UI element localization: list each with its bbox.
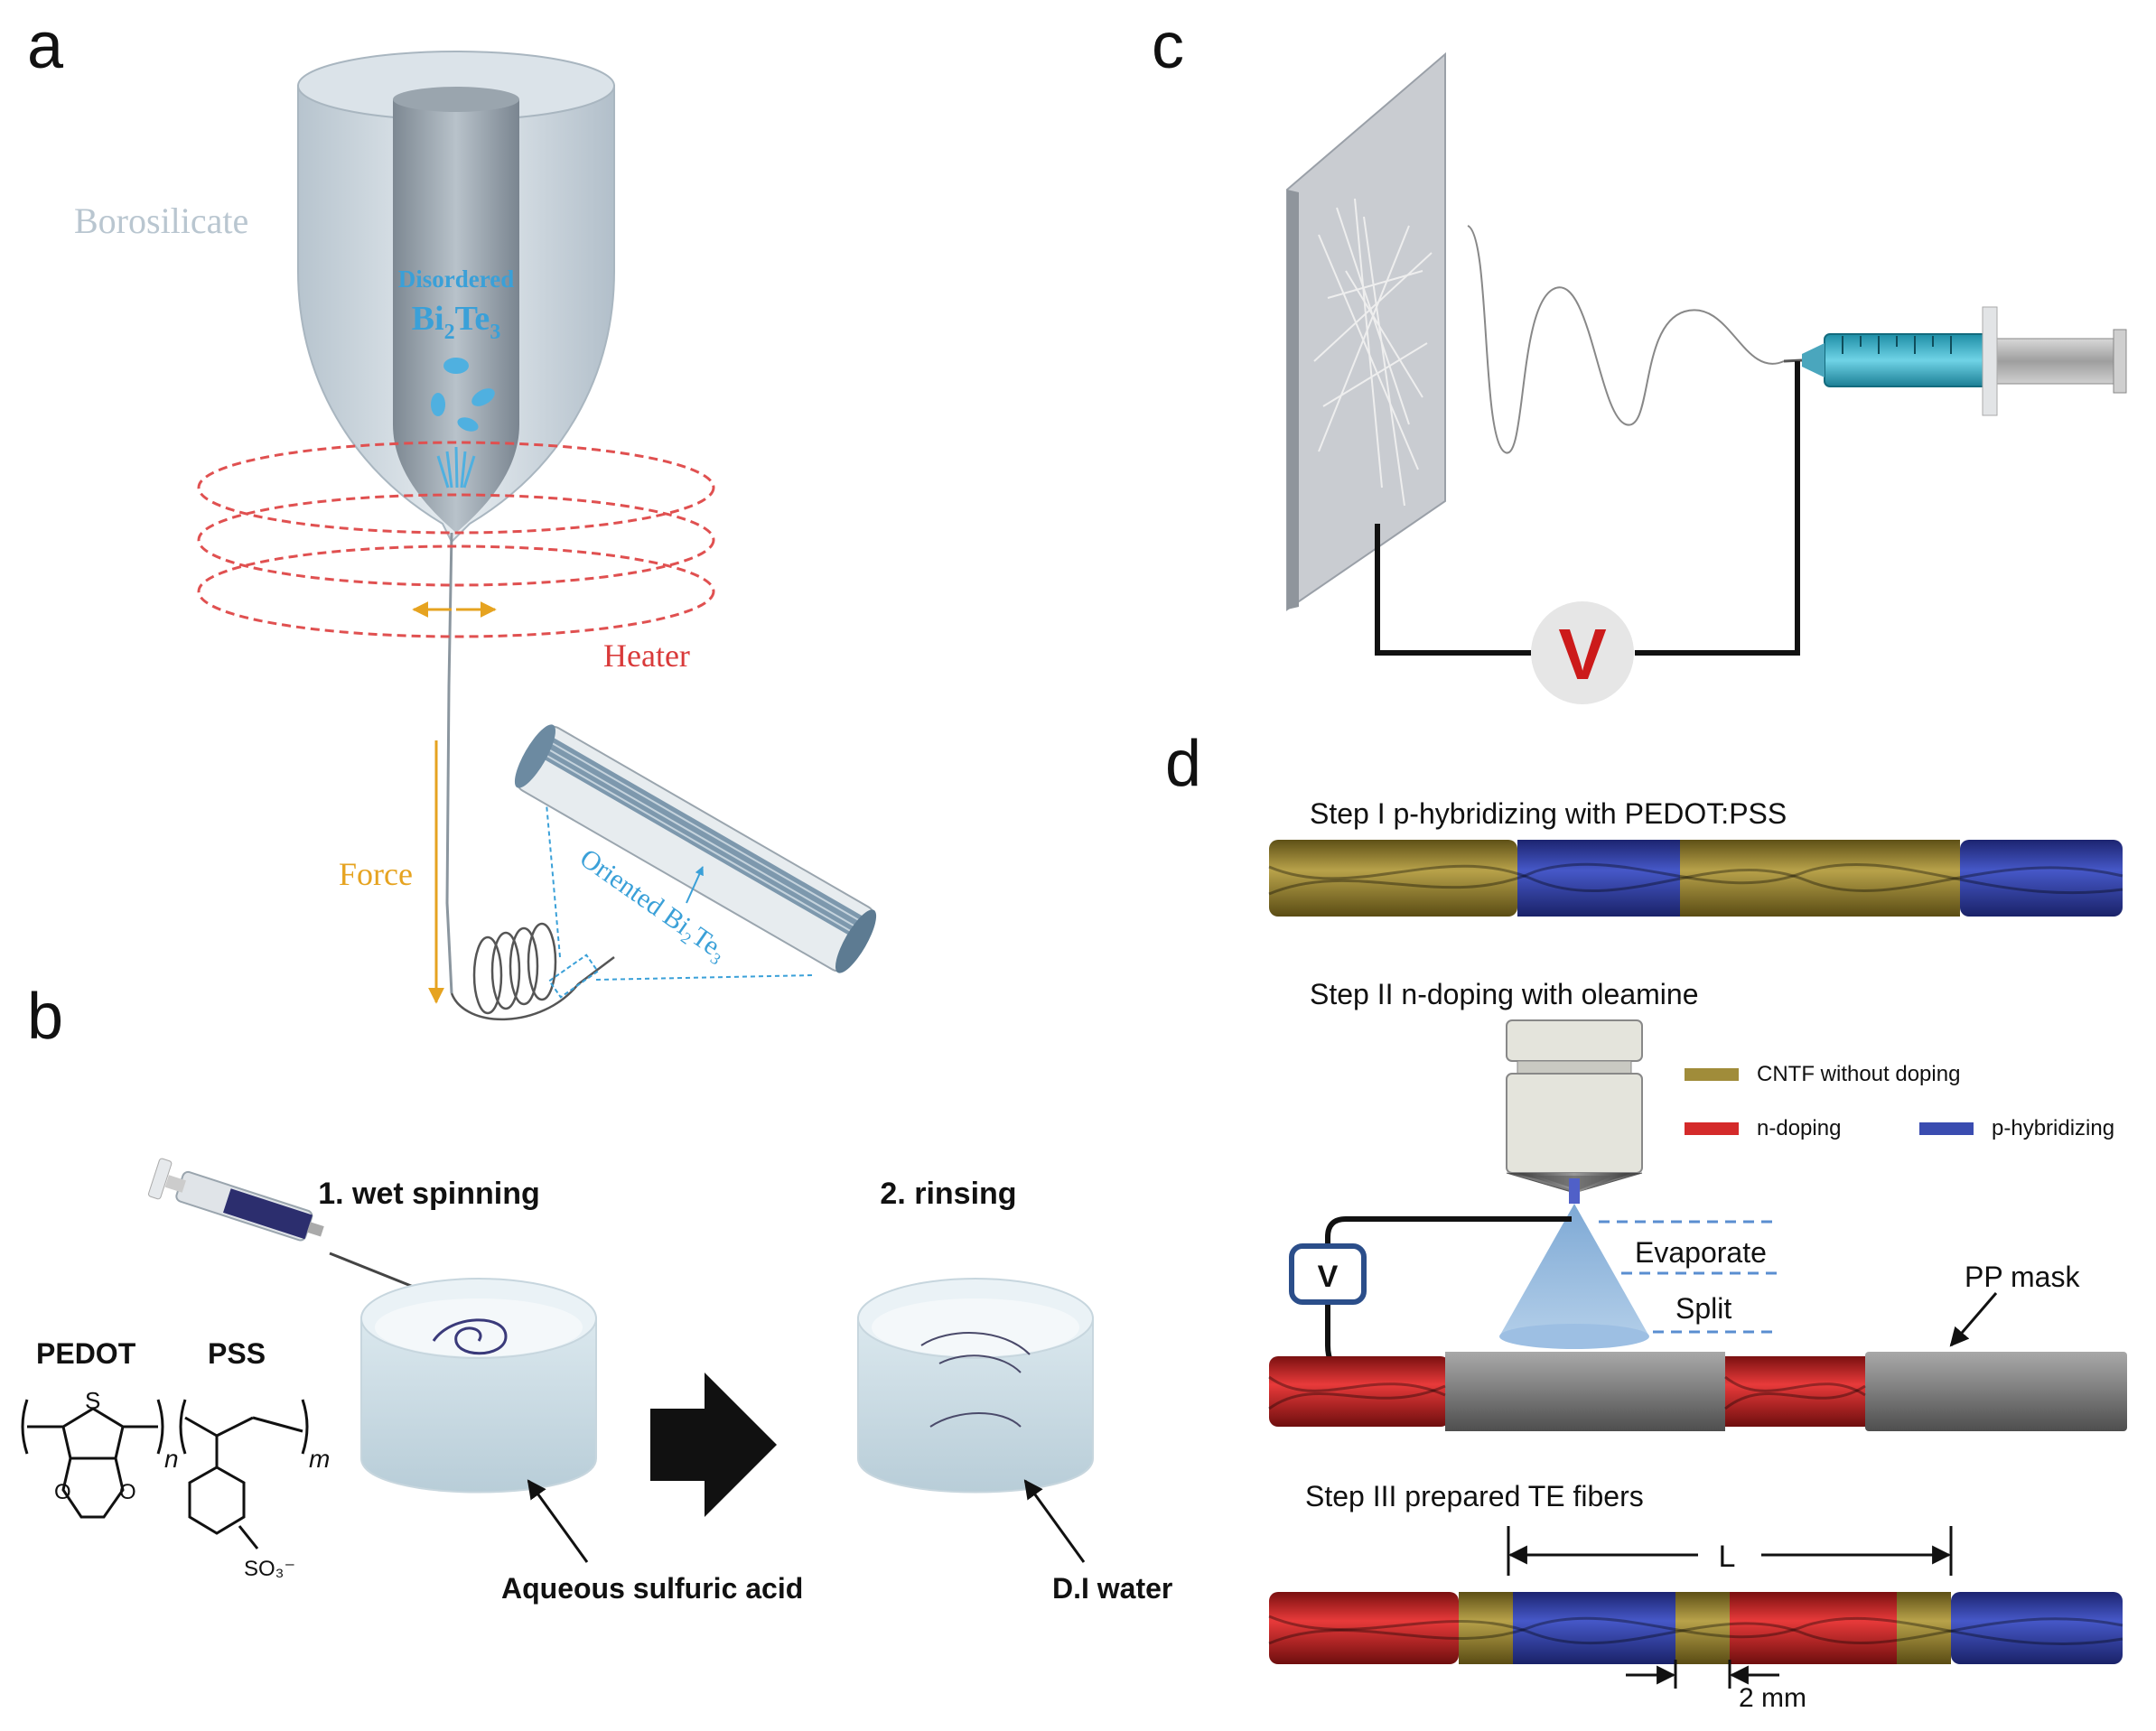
- pedot-structure: [21, 1399, 164, 1519]
- panel-b-label: b: [27, 981, 63, 1053]
- length-label: L: [1719, 1540, 1736, 1574]
- process-arrow: [650, 1373, 777, 1517]
- acid-label: Aqueous sulfuric acid: [501, 1572, 803, 1605]
- split-label: Split: [1675, 1292, 1731, 1325]
- step2-label: 2. rinsing: [880, 1177, 1016, 1211]
- heater-coils: [197, 441, 715, 638]
- collector-plate-edge: [1287, 190, 1299, 610]
- fiber-step2: [1268, 1352, 2127, 1431]
- legend-n-text: n-doping: [1757, 1116, 1841, 1140]
- gap-label: 2 mm: [1739, 1683, 1806, 1713]
- legend-p-swatch: [1919, 1122, 1974, 1135]
- oriented-rod: [514, 724, 877, 973]
- spray-nozzle: [1506, 1019, 1643, 1204]
- step1-label: 1. wet spinning: [318, 1177, 540, 1211]
- evaporate-label: Evaporate: [1635, 1236, 1767, 1269]
- syringe-b: [147, 1158, 324, 1242]
- ppmask-pointer: [1949, 1292, 1998, 1347]
- pss-m: m: [309, 1445, 330, 1473]
- pedot-sulfur: S: [85, 1387, 100, 1414]
- syringe-c: [1783, 306, 2127, 416]
- spray-cone-base: [1499, 1324, 1649, 1349]
- collected-fibers: [1313, 198, 1433, 507]
- voltage-label-c: V: [1558, 614, 1606, 694]
- pedot-n: n: [164, 1445, 179, 1473]
- spray-cone: [1499, 1204, 1649, 1336]
- panel-c: c: [1152, 10, 2127, 704]
- electrospun-jet: [1467, 225, 1785, 454]
- pedot-o2: O: [119, 1480, 136, 1504]
- fiber-step3: [1268, 1592, 2123, 1664]
- fiber-step1: [1268, 840, 2123, 917]
- fiber-coil: [450, 922, 615, 1020]
- bi2te3-core: [393, 99, 519, 533]
- disordered-particles: [431, 358, 495, 489]
- voltage-source-d: [1289, 1243, 1367, 1305]
- legend-cntf-swatch: [1685, 1068, 1739, 1081]
- step-i-label: Step I p-hybridizing with PEDOT:PSS: [1310, 797, 1787, 830]
- zoom-line-2: [595, 974, 814, 981]
- legend-p-text: p-hybridizing: [1992, 1116, 2114, 1140]
- bi2te3-label: Bi2Te3: [412, 300, 501, 344]
- pedot-label: PEDOT: [36, 1337, 136, 1370]
- panel-b: b PEDOT PSS S n O O m SO₃⁻: [21, 981, 1172, 1605]
- disordered-label: Disordered: [398, 265, 515, 293]
- step-ii-label: Step II n-doping with oleamine: [1310, 978, 1698, 1010]
- core-top: [393, 87, 519, 112]
- water-label: D.I water: [1052, 1572, 1172, 1605]
- legend-cntf-text: CNTF without doping: [1757, 1062, 1960, 1086]
- legend: CNTF without doping n-doping p-hybridizi…: [1685, 1062, 2114, 1140]
- water-pointer: [1023, 1479, 1086, 1563]
- zoom-line-1: [546, 803, 561, 958]
- panel-c-label: c: [1152, 10, 1184, 82]
- step-iii-label: Step III prepared TE fibers: [1305, 1480, 1644, 1512]
- heater-label: Heater: [603, 637, 690, 674]
- circuit-wire: [1375, 361, 1800, 656]
- legend-n-swatch: [1685, 1122, 1739, 1135]
- bath-2: [857, 1278, 1094, 1494]
- panel-a-label: a: [27, 10, 64, 82]
- voltage-label-d: V: [1318, 1260, 1339, 1294]
- force-label: Force: [339, 856, 413, 892]
- spray-guides: [1599, 1220, 1779, 1334]
- ppmask-label: PP mask: [1965, 1261, 2080, 1293]
- panel-d-label: d: [1165, 728, 1201, 800]
- pss-structure: [179, 1399, 309, 1550]
- panel-a: a Borosilicate Disordered Bi2Te3 Heater: [27, 10, 877, 1020]
- pedot-o1: O: [54, 1480, 71, 1504]
- bath-1: [360, 1278, 597, 1494]
- pss-so3: SO₃⁻: [244, 1557, 295, 1581]
- zoom-region: [547, 954, 600, 999]
- voltage-source-c: [1531, 601, 1634, 704]
- pss-label: PSS: [208, 1337, 266, 1370]
- panel-d: d Step I p-hybridizing with PEDOT:PSS St…: [1165, 728, 2127, 1713]
- drawn-fiber: [445, 532, 453, 994]
- oriented-arrow: [686, 866, 704, 904]
- acid-pointer: [527, 1479, 589, 1563]
- borosilicate-label: Borosilicate: [74, 200, 248, 241]
